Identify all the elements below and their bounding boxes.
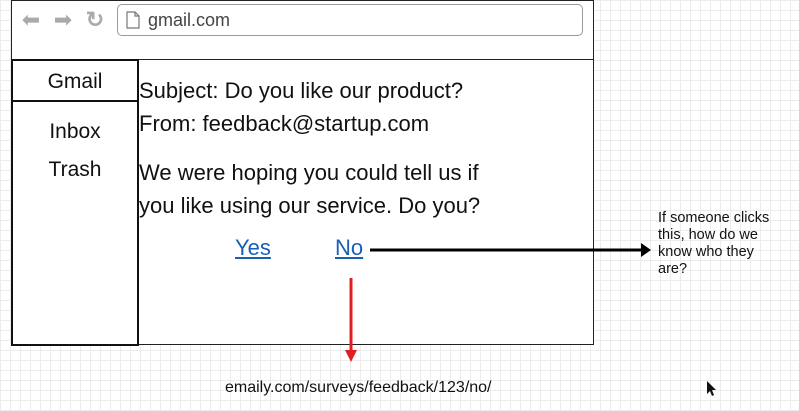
toolbar-divider xyxy=(12,59,593,60)
sidebar-title: Gmail xyxy=(13,61,137,102)
browser-window: ⬅ ➡ ↻ gmail.com Gmail Inbox Trash xyxy=(11,0,594,346)
sidebar-item-inbox[interactable]: Inbox xyxy=(49,120,101,143)
address-bar[interactable]: gmail.com xyxy=(117,4,583,36)
email-subject: Subject: Do you like our product? xyxy=(139,78,464,103)
arrow-left-icon[interactable]: ⬅ xyxy=(21,7,41,32)
survey-url: emaily.com/surveys/feedback/123/no/ xyxy=(225,379,492,396)
yes-link[interactable]: Yes xyxy=(235,235,271,260)
email-body-line-1: We were hoping you could tell us if xyxy=(139,160,479,185)
email-body-line-2: you like using our service. Do you? xyxy=(139,193,481,218)
no-link[interactable]: No xyxy=(335,235,364,260)
email-from: From: feedback@startup.com xyxy=(139,111,430,136)
browser-toolbar: ⬅ ➡ ↻ gmail.com xyxy=(12,1,593,49)
note-line-1: If someone clicks xyxy=(658,210,770,226)
note-line-2: this, how do we xyxy=(658,227,758,243)
down-arrow-head xyxy=(345,350,357,362)
reload-icon[interactable]: ↻ xyxy=(85,7,105,32)
note-line-3: know who they xyxy=(658,244,754,260)
cursor-icon xyxy=(707,381,716,396)
sidebar-item-trash[interactable]: Trash xyxy=(48,158,102,181)
note-line-4: are? xyxy=(658,261,688,277)
page-icon xyxy=(126,11,140,29)
sidebar: Gmail Inbox Trash xyxy=(11,59,139,346)
email-content: Subject: Do you like our product? From: … xyxy=(139,74,579,222)
right-arrow-head xyxy=(641,243,651,257)
arrow-right-icon[interactable]: ➡ xyxy=(53,7,73,32)
annotation-note: If someone clicks this, how do we know w… xyxy=(658,210,798,278)
url-text: gmail.com xyxy=(148,10,231,30)
